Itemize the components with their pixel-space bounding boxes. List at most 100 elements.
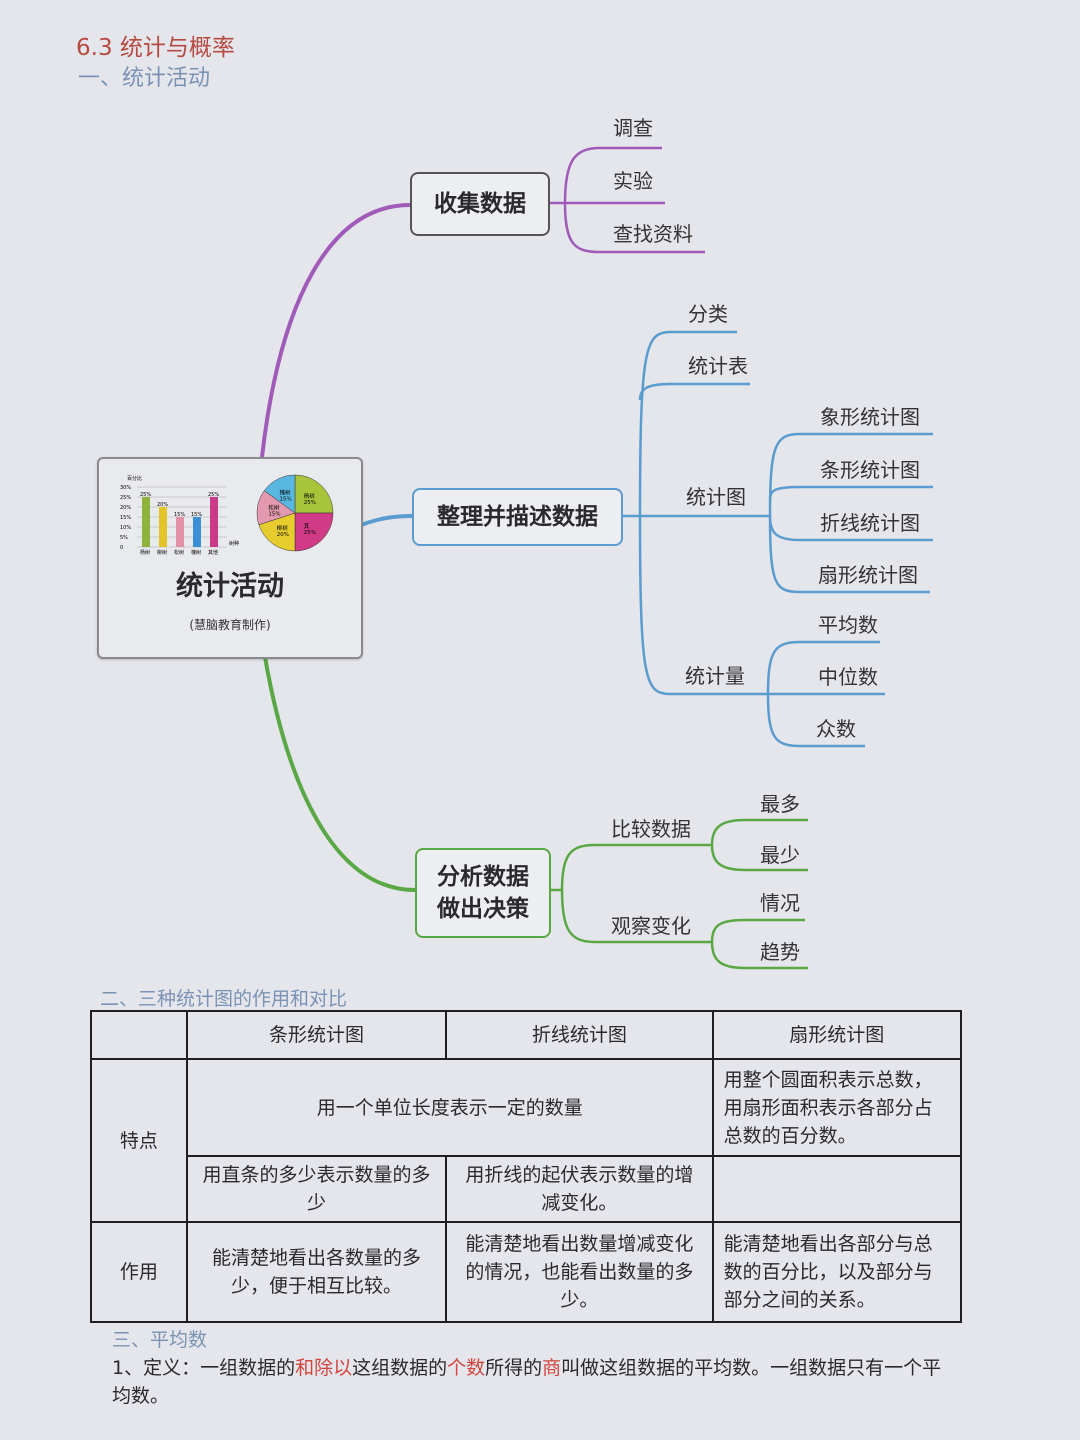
- node-label-line2: 做出决策: [437, 896, 529, 922]
- leaf-observe: 观察变化: [611, 914, 691, 938]
- node-collect-data[interactable]: 收集数据: [410, 172, 550, 236]
- pie-slice: [294, 512, 334, 552]
- cell-feature-bar: 用直条的多少表示数量的多少: [185, 1155, 448, 1223]
- header-cell: 扇形统计图: [711, 1010, 963, 1060]
- leaf-compare: 比较数据: [611, 817, 691, 841]
- def-text: 叫做这组数据的平均数。一组数据只有一个平均数。: [112, 1357, 942, 1407]
- bar-ytick: 10%: [120, 525, 131, 531]
- leaf-line-chart: 折线统计图: [820, 511, 920, 535]
- leaf-mode: 众数: [816, 717, 856, 741]
- bar-mark: [176, 517, 184, 547]
- bar-category-label: 松树: [174, 549, 184, 556]
- bar-xlabel: 树种: [229, 540, 239, 547]
- leaf-measure: 统计量: [685, 664, 745, 688]
- node-label-line1: 分析数据: [437, 864, 529, 890]
- bar-category-label: 柳树: [157, 549, 167, 556]
- collect-branch-lines: [260, 146, 705, 458]
- bar-data-label: 15%: [174, 512, 185, 518]
- pie-label: 柳树: [277, 524, 289, 532]
- section-heading-2: 二、三种统计图的作用和对比: [100, 988, 348, 1010]
- pie-label: 松树: [268, 504, 280, 512]
- pie-label: 其: [304, 522, 310, 530]
- pie-label: 槐树: [280, 488, 292, 496]
- bar-ytick: 5%: [120, 535, 128, 541]
- bar-mark: [210, 497, 218, 547]
- node-organize-data[interactable]: 整理并描述数据: [412, 488, 623, 546]
- cell-empty: [711, 1155, 963, 1223]
- header-cell: 条形统计图: [185, 1010, 448, 1060]
- cell-use-bar: 能清楚地看出各数量的多少，便于相互比较。: [185, 1221, 448, 1323]
- bar-category-label: 其他: [208, 549, 218, 556]
- def-text: 1、定义：一组数据的: [112, 1357, 296, 1379]
- cell-use-line: 能清楚地看出数量增减变化的情况，也能看出数量的多少。: [445, 1221, 714, 1323]
- pie-pct: 20%: [277, 532, 289, 538]
- bar-mark: [159, 507, 167, 547]
- leaf-most: 最多: [760, 792, 800, 816]
- leaf-situation: 情况: [760, 891, 800, 915]
- leaf-least: 最少: [760, 843, 800, 867]
- bar-data-label: 25%: [208, 492, 219, 498]
- leaf-survey: 调查: [613, 116, 653, 140]
- section-heading-3: 三、平均数: [112, 1329, 208, 1351]
- table-header-row: 条形统计图 折线统计图 扇形统计图: [90, 1010, 963, 1060]
- mean-definition: 1、定义：一组数据的和除以这组数据的个数所得的商叫做这组数据的平均数。一组数据只…: [112, 1354, 952, 1410]
- bar-ytick: 30%: [120, 485, 131, 491]
- table-row: 用直条的多少表示数量的多少 用折线的起伏表示数量的增减变化。: [91, 1155, 963, 1223]
- leaf-chart: 统计图: [686, 485, 746, 509]
- bar-ylabel: 百分比: [127, 475, 142, 482]
- header-cell: 折线统计图: [445, 1010, 714, 1060]
- bar-category-label: 槐树: [191, 549, 201, 556]
- def-highlight: 个数: [447, 1357, 486, 1379]
- leaf-median: 中位数: [818, 665, 878, 689]
- leaf-mean: 平均数: [818, 613, 878, 637]
- node-label: 整理并描述数据: [437, 504, 598, 530]
- row-label-feature: 特点: [90, 1058, 188, 1223]
- def-highlight: 商: [542, 1357, 562, 1379]
- bar-ytick: 25%: [120, 495, 131, 501]
- leaf-experiment: 实验: [613, 169, 653, 193]
- bar-mark: [142, 497, 150, 547]
- leaf-trend: 趋势: [760, 940, 800, 964]
- leaf-pictograph: 象形统计图: [820, 405, 920, 429]
- bar-data-label: 20%: [157, 502, 168, 508]
- central-topic-title: 统计活动: [176, 571, 284, 602]
- cell-feature-pie: 用整个圆面积表示总数，用扇形面积表示各部分占总数的百分数。: [711, 1058, 963, 1157]
- bar-data-label: 15%: [191, 512, 202, 518]
- pie-pct: 15%: [280, 496, 292, 502]
- mindmap-connectors: [260, 146, 933, 970]
- pie-pct: 25%: [304, 500, 316, 506]
- pie-label: 杨树: [304, 492, 316, 500]
- def-text: 这组数据的: [352, 1357, 448, 1379]
- table-row: 作用 能清楚地看出各数量的多少，便于相互比较。 能清楚地看出数量增减变化的情况，…: [90, 1221, 963, 1323]
- row-label-use: 作用: [90, 1221, 188, 1323]
- bar-mark: [193, 517, 201, 547]
- leaf-research: 查找资料: [613, 222, 693, 246]
- node-analyze-data[interactable]: 分析数据 做出决策: [415, 848, 551, 938]
- pie-pct: 25%: [304, 530, 316, 536]
- comparison-table: 条形统计图 折线统计图 扇形统计图 特点 用一个单位长度表示一定的数量 用整个圆…: [90, 1010, 963, 1323]
- pie-slice: [258, 512, 296, 552]
- analyze-branch-lines: [263, 656, 808, 970]
- leaf-bar-chart: 条形统计图: [820, 458, 920, 482]
- page-title: 6.3 统计与概率: [76, 35, 235, 61]
- cell-use-pie: 能清楚地看出各部分与总数的百分比，以及部分与部分之间的关系。: [711, 1221, 963, 1323]
- section-heading-1: 一、统计活动: [78, 66, 211, 91]
- leaf-pie-chart: 扇形统计图: [818, 563, 918, 587]
- leaf-table: 统计表: [688, 354, 748, 378]
- central-topic-credit: (慧脑教育制作): [189, 618, 271, 632]
- leaf-classify: 分类: [688, 302, 728, 326]
- def-text: 所得的: [485, 1357, 543, 1379]
- thumbnail-charts: 百分比05%10%15%20%25%30%树种25%杨树20%柳树15%松树15…: [120, 474, 334, 556]
- header-cell: [90, 1010, 188, 1060]
- node-label: 收集数据: [434, 191, 526, 217]
- def-highlight: 和除以: [295, 1357, 353, 1379]
- bar-category-label: 杨树: [140, 549, 150, 556]
- pie-slice: [263, 474, 296, 514]
- bar-ytick: 0: [120, 545, 123, 551]
- cell-feature-line: 用折线的起伏表示数量的增减变化。: [445, 1155, 714, 1223]
- bar-ytick: 20%: [120, 505, 131, 511]
- bar-ytick: 15%: [120, 515, 131, 521]
- bar-data-label: 25%: [140, 492, 151, 498]
- pie-slice: [294, 474, 334, 514]
